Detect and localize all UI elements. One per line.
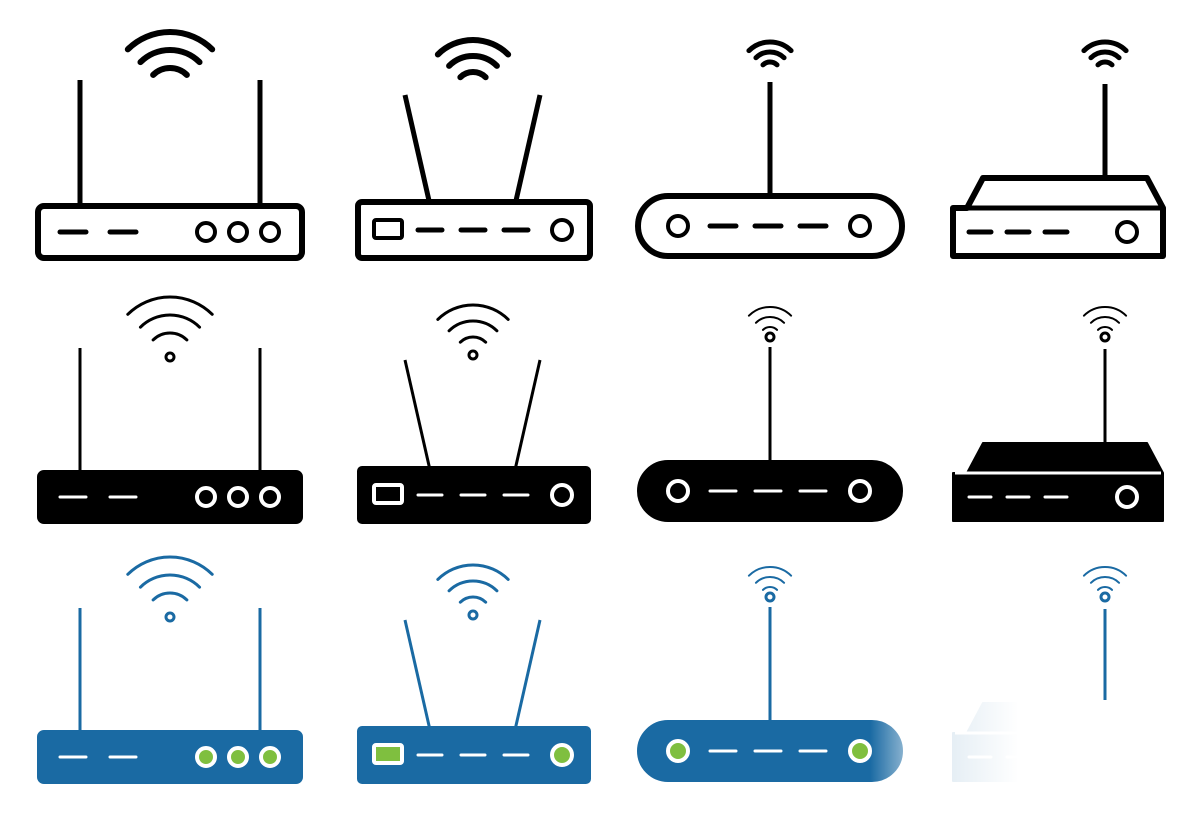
port-icon xyxy=(259,746,281,768)
router-single-antenna-tray-blue-icon xyxy=(915,525,1200,795)
wifi-arc-icon xyxy=(124,29,216,53)
router-body xyxy=(952,442,1164,522)
wifi-arc-icon xyxy=(1082,306,1128,317)
wifi-dot-icon xyxy=(1099,591,1111,603)
wifi-arc-icon xyxy=(761,326,779,331)
antenna-icon xyxy=(513,619,542,731)
antenna-icon xyxy=(512,94,543,206)
wifi-arc-icon xyxy=(150,65,190,78)
port-icon xyxy=(550,218,574,242)
wifi-arc-icon xyxy=(126,555,214,576)
router-single-antenna-tray-black-icon xyxy=(915,265,1200,535)
wifi-arc-icon xyxy=(126,295,214,316)
wifi-arc-icon xyxy=(754,316,786,324)
wifi-arc-icon xyxy=(446,53,500,69)
wifi-arc-icon xyxy=(1095,59,1115,68)
port-icon xyxy=(195,486,217,508)
port-icon xyxy=(195,221,217,243)
wifi-arc-icon xyxy=(137,47,203,66)
wifi-dot-icon xyxy=(164,611,176,623)
port-icon xyxy=(666,739,690,763)
router-single-antenna-pill-black-icon xyxy=(600,265,903,535)
wifi-dot-icon xyxy=(764,591,776,603)
wifi-arc-icon xyxy=(1089,576,1121,584)
port-icon xyxy=(550,483,574,507)
usb-port-icon xyxy=(372,218,404,240)
router-two-antenna-black-icon xyxy=(0,265,303,535)
port-icon xyxy=(848,739,872,763)
port-icon xyxy=(848,479,872,503)
router-body xyxy=(952,702,1164,782)
wifi-dot-icon xyxy=(764,331,776,343)
port-icon xyxy=(227,221,249,243)
port-icon xyxy=(1115,745,1139,769)
wifi-arc-icon xyxy=(747,566,793,577)
wifi-arc-icon xyxy=(436,303,510,321)
wifi-arc-icon xyxy=(747,306,793,317)
wifi-arc-icon xyxy=(753,49,787,61)
router-single-antenna-pill-blue-icon xyxy=(600,525,903,795)
port-icon xyxy=(666,214,690,238)
wifi-arc-icon xyxy=(746,39,794,54)
wifi-arc-icon xyxy=(1088,49,1122,61)
usb-port-icon xyxy=(372,743,404,765)
router-splayed-antenna-blue-icon xyxy=(318,525,618,795)
router-body xyxy=(37,730,303,784)
wifi-dot-icon xyxy=(467,349,479,361)
wifi-arc-icon xyxy=(1096,586,1114,591)
wifi-dot-icon xyxy=(1099,331,1111,343)
wifi-arc-icon xyxy=(151,331,189,342)
wifi-arc-icon xyxy=(761,586,779,591)
router-single-antenna-pill-outline-icon xyxy=(600,0,905,270)
wifi-arc-icon xyxy=(138,313,202,329)
wifi-dot-icon xyxy=(467,609,479,621)
wifi-dot-icon xyxy=(164,351,176,363)
port-icon xyxy=(848,214,872,238)
port-icon xyxy=(227,746,249,768)
wifi-arc-icon xyxy=(447,579,499,593)
router-body xyxy=(37,470,303,524)
wifi-arc-icon xyxy=(458,595,488,604)
port-icon xyxy=(259,486,281,508)
port-icon xyxy=(227,486,249,508)
wifi-arc-icon xyxy=(1081,39,1129,54)
port-icon xyxy=(550,743,574,767)
wifi-arc-icon xyxy=(447,319,499,333)
wifi-arc-icon xyxy=(434,37,512,58)
antenna-icon xyxy=(513,359,542,471)
wifi-arc-icon xyxy=(1096,326,1114,331)
wifi-arc-icon xyxy=(760,59,780,68)
wifi-arc-icon xyxy=(1082,566,1128,577)
router-splayed-antenna-outline-icon xyxy=(318,0,618,270)
router-body xyxy=(950,175,1166,259)
antenna-icon xyxy=(403,619,432,731)
port-icon xyxy=(1115,220,1139,244)
wifi-arc-icon xyxy=(151,591,189,602)
port-icon xyxy=(259,221,281,243)
port-icon xyxy=(666,479,690,503)
router-two-antenna-outline-icon xyxy=(0,0,305,270)
router-single-antenna-tray-outline-icon xyxy=(915,0,1200,270)
wifi-arc-icon xyxy=(458,335,488,344)
router-splayed-antenna-black-icon xyxy=(318,265,618,535)
antenna-icon xyxy=(402,94,433,206)
usb-port-icon xyxy=(372,483,404,505)
wifi-arc-icon xyxy=(138,573,202,589)
router-body xyxy=(35,203,305,261)
wifi-arc-icon xyxy=(436,563,510,581)
port-icon xyxy=(1115,485,1139,509)
wifi-arc-icon xyxy=(457,69,489,81)
router-two-antenna-blue-icon xyxy=(0,525,303,795)
antenna-icon xyxy=(403,359,432,471)
port-icon xyxy=(195,746,217,768)
wifi-arc-icon xyxy=(1089,316,1121,324)
wifi-arc-icon xyxy=(754,576,786,584)
